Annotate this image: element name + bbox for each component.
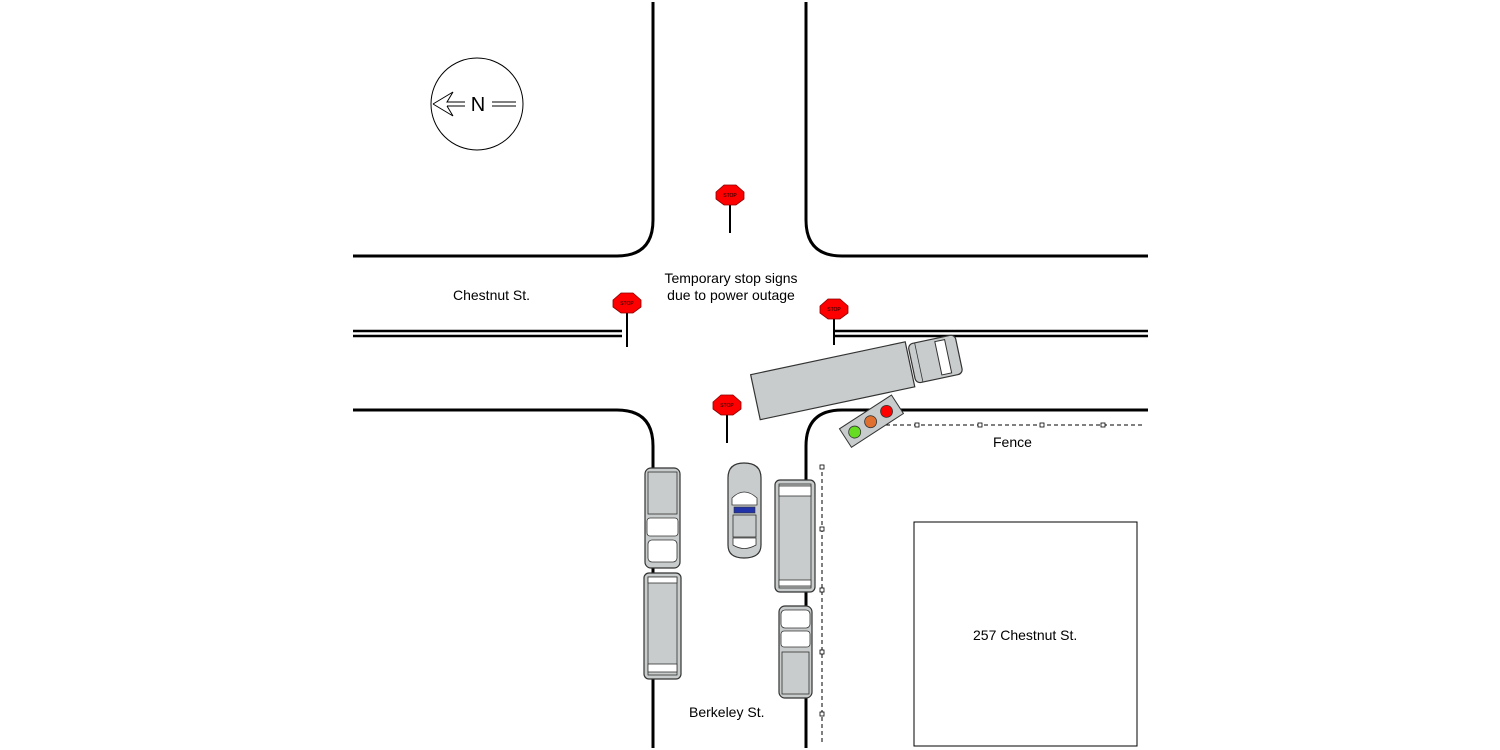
note-line-2: due to power outage bbox=[667, 287, 795, 303]
building-257-chestnut bbox=[913, 521, 1138, 747]
street-label-chestnut: Chestnut St. bbox=[453, 287, 531, 303]
building-address-label: 257 Chestnut St. bbox=[973, 627, 1078, 643]
signal-light-amber bbox=[864, 415, 878, 429]
truck-trailer bbox=[749, 341, 916, 421]
center-lines bbox=[353, 329, 1148, 338]
stop-sign-north-text: STOP bbox=[723, 193, 737, 199]
north-arrow-icon bbox=[432, 91, 465, 117]
road-edges bbox=[353, 2, 1148, 748]
road-edge-se bbox=[804, 408, 1148, 748]
police-car bbox=[727, 462, 762, 559]
note-line-1: Temporary stop signs bbox=[664, 270, 798, 286]
stop-sign-west: STOP bbox=[612, 292, 642, 347]
truck bbox=[749, 334, 963, 421]
street-label-berkeley: Berkeley St. bbox=[689, 704, 765, 720]
bus-east-lane bbox=[774, 479, 816, 593]
pickup-truck-east-lane bbox=[778, 605, 813, 699]
stop-sign-south-text: STOP bbox=[720, 403, 734, 409]
stop-sign-west-text: STOP bbox=[620, 301, 634, 307]
road-edge-sw bbox=[353, 408, 655, 748]
stop-sign-south: STOP bbox=[712, 394, 742, 443]
road-edge-ne bbox=[804, 2, 1148, 258]
stop-sign-east: STOP bbox=[819, 298, 849, 345]
bus-west-lane bbox=[643, 572, 682, 680]
fence-horizontal bbox=[855, 422, 1145, 428]
stop-sign-east-text: STOP bbox=[827, 307, 841, 313]
pickup-truck-west-lane bbox=[644, 467, 681, 569]
road-edge-nw bbox=[353, 2, 655, 258]
compass: N bbox=[430, 57, 524, 151]
compass-letter: N bbox=[471, 94, 485, 116]
fence-vertical bbox=[819, 464, 825, 742]
stop-sign-north: STOP bbox=[715, 184, 745, 233]
fallen-traffic-signal bbox=[838, 394, 905, 448]
signal-light-green bbox=[848, 425, 862, 439]
signal-light-red bbox=[880, 404, 893, 418]
temporary-stop-signs-note: Temporary stop signs due to power outage bbox=[641, 270, 821, 304]
fence-label: Fence bbox=[993, 434, 1032, 450]
